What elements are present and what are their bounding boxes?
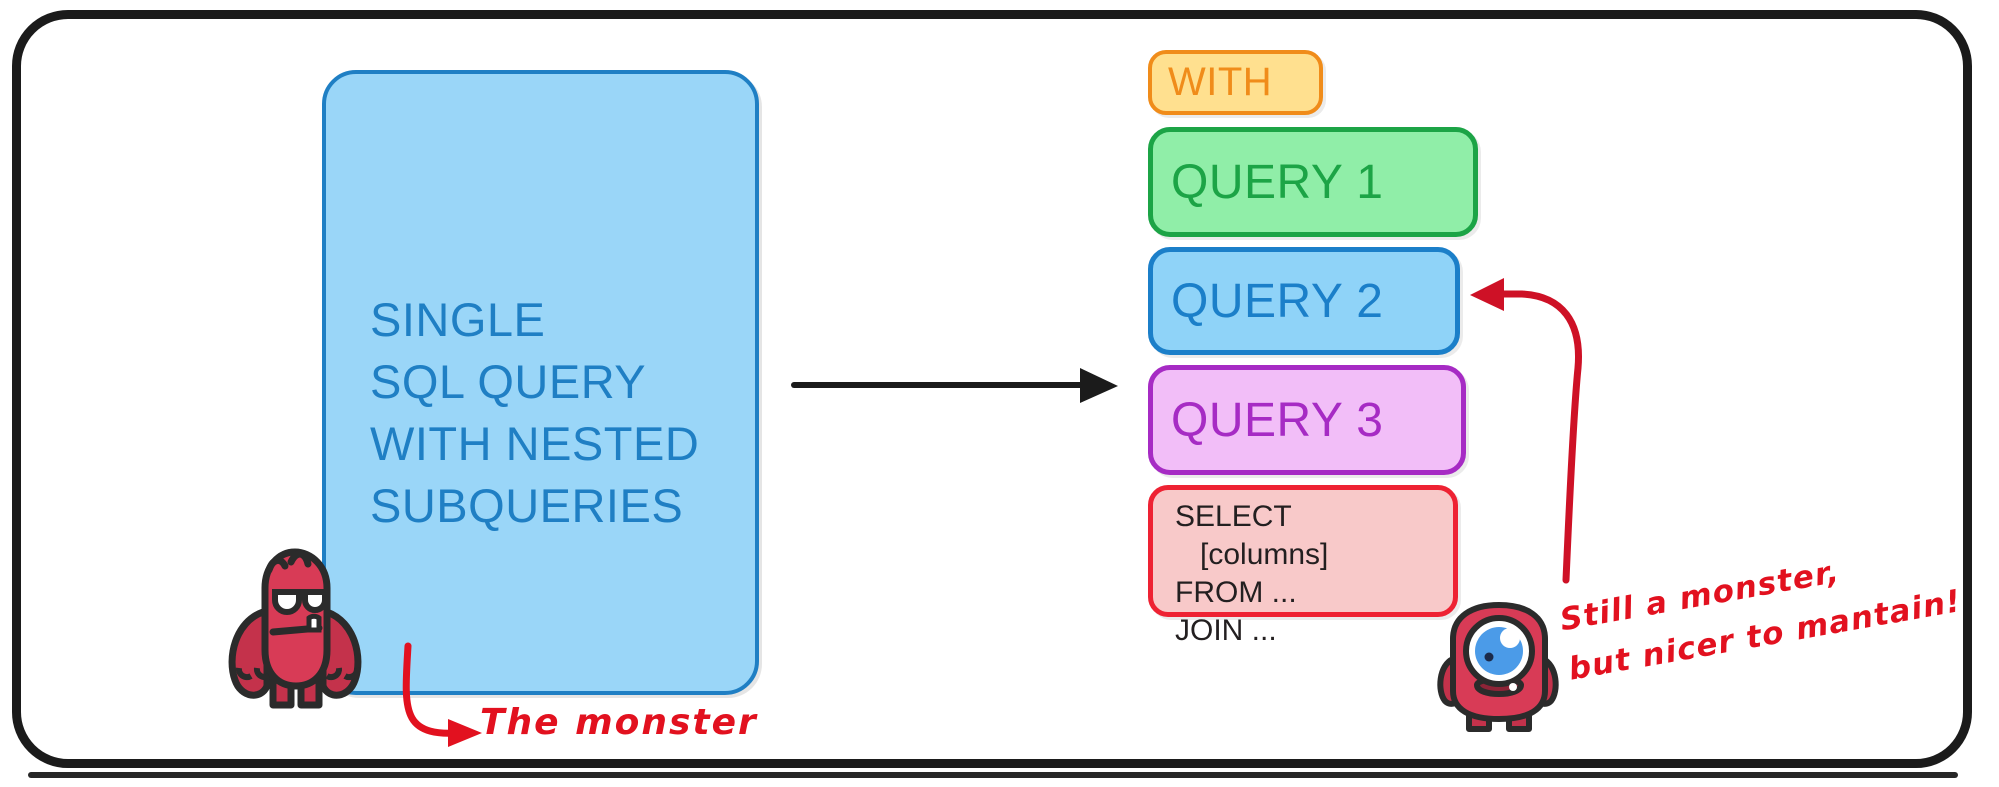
outer-frame [12, 10, 1972, 768]
annotation-the-monster: The monster [480, 702, 758, 743]
block-with[interactable]: WITH [1148, 50, 1323, 115]
block-query-3-label: QUERY 3 [1171, 393, 1384, 447]
block-query-3[interactable]: QUERY 3 [1148, 365, 1466, 475]
single-query-box[interactable]: SINGLE SQL QUERY WITH NESTED SUBQUERIES [322, 70, 759, 695]
still-a-monster-pointer-arrow-icon [1470, 258, 1710, 588]
block-query-2[interactable]: QUERY 2 [1148, 247, 1460, 355]
two-eyed-red-monster-icon [205, 540, 385, 720]
block-final-select-code: SELECT [columns] FROM ... JOIN ... [1175, 500, 1329, 647]
block-final-select[interactable]: SELECT [columns] FROM ... JOIN ... [1148, 485, 1458, 647]
block-query-1-label: QUERY 1 [1171, 155, 1384, 209]
single-query-box-label: SINGLE SQL QUERY WITH NESTED SUBQUERIES [370, 293, 700, 532]
transformation-arrow-icon [790, 355, 1120, 415]
block-with-label: WITH [1168, 60, 1273, 104]
the-monster-pointer-arrow-icon [398, 640, 508, 750]
one-eyed-red-cyclops-monster-icon [1423, 597, 1575, 747]
cte-stack: WITH QUERY 1 QUERY 2 QUERY 3 SELECT [col… [1148, 50, 1478, 647]
block-query-1[interactable]: QUERY 1 [1148, 127, 1478, 237]
block-query-2-label: QUERY 2 [1171, 274, 1384, 328]
frame-shadow [28, 772, 1958, 778]
